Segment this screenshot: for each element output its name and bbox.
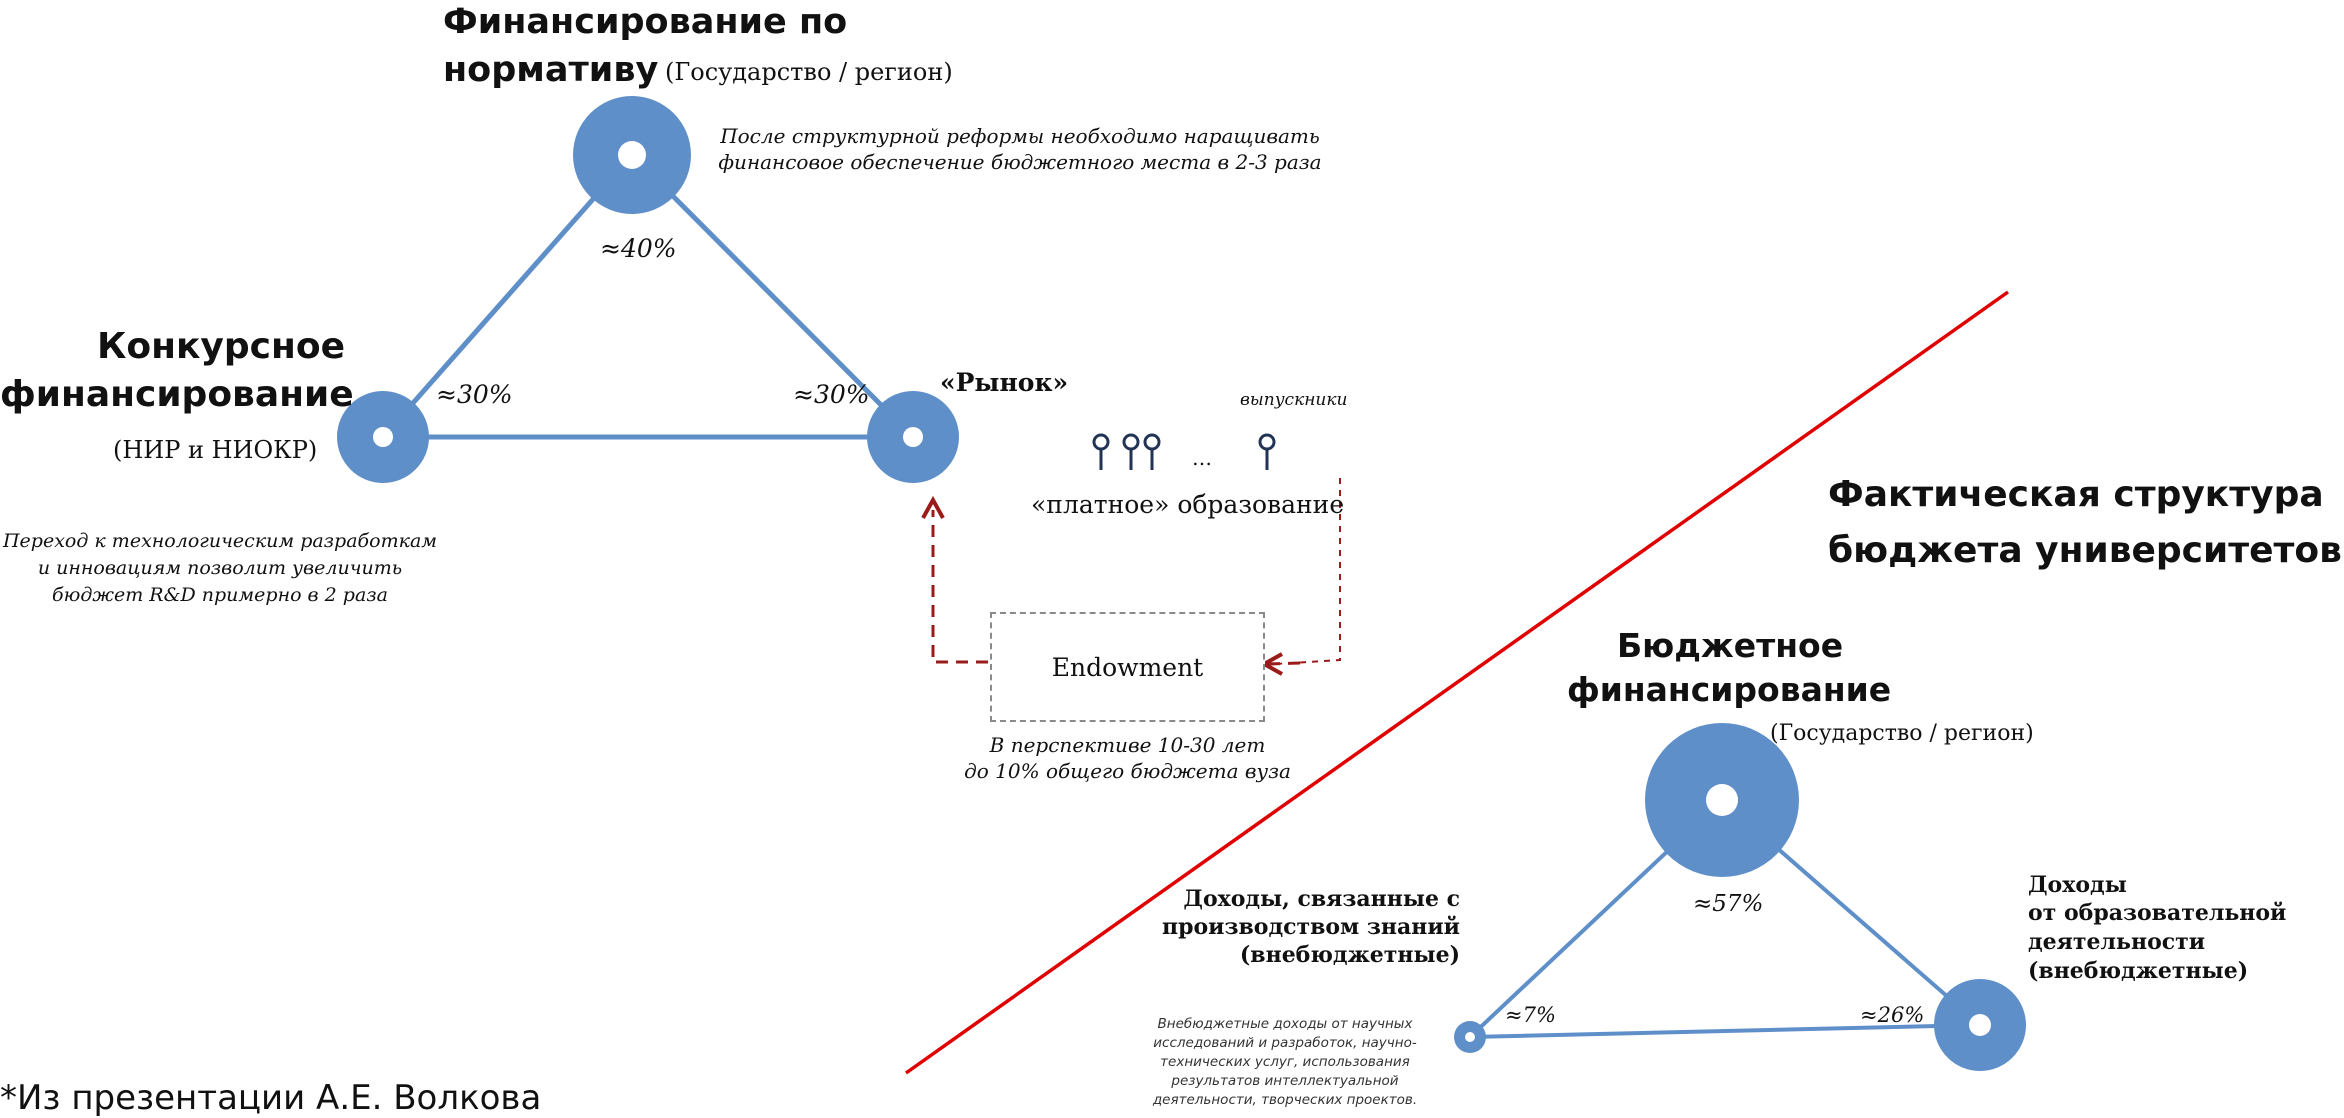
top-node-subtitle: (Государство / регион) [665, 58, 953, 86]
knowledge-income-note-line1: Внебюджетные доходы от научных [1157, 1016, 1413, 1032]
arrow-endowment-to-market [931, 510, 988, 664]
endowment-label: Endowment [1051, 652, 1204, 682]
endowment-note-line2: до 10% общего бюджета вуза [964, 759, 1291, 783]
budget-node-percent: ≈57% [1693, 891, 1764, 917]
budget-node-title-line2: финансирование [1567, 670, 1892, 709]
graduate-icon-group [1092, 433, 1276, 470]
left-node-note-line3: бюджет R&D примерно в 2 раза [52, 584, 388, 606]
graduate-icon [1122, 433, 1140, 470]
market-node-title: «Рынок» [940, 368, 1069, 397]
left-node-subtitle: (НИР и НИОКР) [113, 436, 318, 464]
knowledge-income-note-line4: результатов интеллектуальной [1171, 1073, 1399, 1089]
knowledge-income-note-line5: деятельности, творческих проектов. [1152, 1092, 1418, 1108]
edge-bottom-left-right [1469, 1023, 1981, 1039]
edge-top-right [630, 153, 915, 439]
knowledge-income-percent: ≈7% [1505, 1003, 1556, 1027]
top-node-percent: ≈40% [600, 234, 677, 263]
knowledge-income-title-line2: производством знаний [1161, 914, 1460, 940]
knowledge-income-title-line1: Доходы, связанные с [1183, 886, 1460, 912]
left-node-title-line1: Конкурсное [96, 326, 345, 367]
left-node-note-line1: Переход к технологическим разработкам [2, 530, 438, 552]
budget-node-title-line1: Бюджетное [1617, 626, 1844, 665]
divider-line [904, 290, 2010, 1075]
arrow-paid-to-endowment [1274, 478, 1341, 665]
node-budget-hole [1706, 784, 1738, 816]
top-node-note-line2: финансовое обеспечение бюджетного места … [718, 150, 1322, 174]
left-node-note-line2: и инновациям позволит увеличить [37, 557, 403, 579]
education-income-title-line3: деятельности [2028, 929, 2206, 955]
top-node-note-line1: После структурной реформы необходимо нар… [720, 124, 1320, 148]
node-education-income-hole [1969, 1014, 1991, 1036]
node-market-hole [903, 427, 923, 447]
left-node-title-line2: финансирование [0, 374, 354, 415]
knowledge-income-note-line2: исследований и разработок, научно- [1153, 1035, 1417, 1051]
education-income-title-line1: Доходы [2028, 872, 2127, 898]
market-node-percent: ≈30% [793, 380, 870, 409]
graduate-icon [1092, 433, 1110, 470]
endowment-box: Endowment [990, 612, 1265, 722]
education-income-title-line4: (внебюджетные) [2028, 958, 2249, 984]
arrow-segment [1267, 661, 1301, 666]
endowment-note-line1: В перспективе 10-30 лет [989, 733, 1266, 757]
node-competitive-hole [373, 427, 393, 447]
edge-top-left [381, 153, 634, 439]
education-income-title-line2: от образовательной [2028, 900, 2287, 926]
source-note: *Из презентации А.Е. Волкова [0, 1078, 542, 1118]
knowledge-income-note-line3: технических услуг, использования [1160, 1054, 1410, 1070]
actual-structure-heading-line2: бюджета университетов [1828, 530, 2342, 571]
node-knowledge-income-hole [1465, 1032, 1475, 1042]
top-node-title-line1: Финансирование по [443, 2, 848, 42]
graduates-label: выпускники [1240, 390, 1348, 410]
budget-node-subtitle: (Государство / регион) [1770, 721, 2034, 746]
knowledge-income-title-line3: (внебюджетные) [1239, 942, 1460, 968]
arrowhead-up-icon [921, 495, 945, 519]
graduate-icon [1258, 433, 1276, 470]
top-node-title-line2: нормативу [443, 50, 659, 90]
actual-structure-heading-line1: Фактическая структура [1828, 474, 2324, 515]
node-normative-hole [618, 141, 646, 169]
left-node-percent: ≈30% [436, 380, 513, 409]
ellipsis-label: … [1192, 446, 1212, 470]
graduate-icon [1143, 433, 1161, 470]
education-income-percent: ≈26% [1860, 1003, 1925, 1027]
paid-education-label: «платное» образование [1031, 490, 1345, 519]
